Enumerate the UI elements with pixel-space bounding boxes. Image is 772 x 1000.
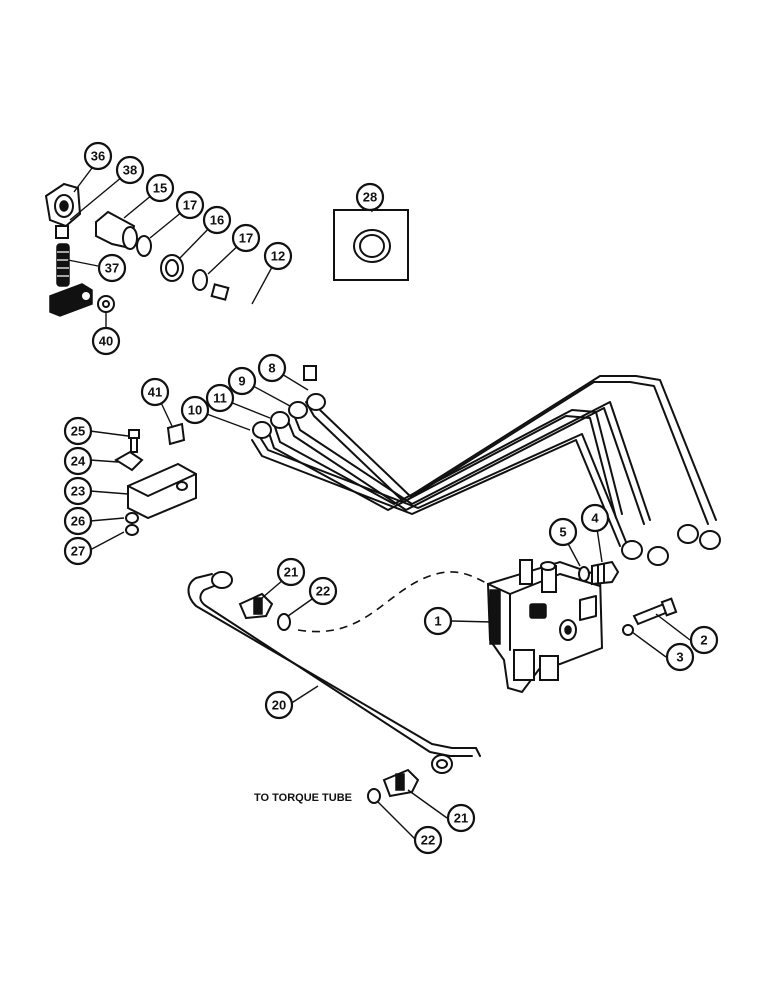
callout-17a: 17 <box>175 190 205 220</box>
callout-28: 28 <box>355 182 385 212</box>
washer-40 <box>97 295 115 313</box>
callout-22a: 22 <box>308 576 338 606</box>
svg-text:15: 15 <box>153 181 167 196</box>
callout-27: 27 <box>63 536 93 566</box>
washer-3 <box>622 624 634 636</box>
coupler-body-36 <box>44 182 82 228</box>
control-valve-1 <box>486 559 604 694</box>
leader-lines <box>67 159 691 841</box>
o-ring-22a <box>277 613 291 631</box>
svg-text:17: 17 <box>183 198 197 213</box>
svg-text:8: 8 <box>268 361 275 376</box>
plug-38 <box>55 225 69 239</box>
hose-12 <box>210 283 317 381</box>
callout-22b: 22 <box>413 825 443 855</box>
callout-16: 16 <box>202 205 232 235</box>
fitting-21a <box>238 592 274 620</box>
dashed-connection-line <box>297 571 489 633</box>
torque-tube-note: TO TORQUE TUBE <box>254 792 352 804</box>
bolt-2 <box>632 597 678 626</box>
callout-10: 10 <box>180 395 210 425</box>
svg-text:20: 20 <box>272 698 286 713</box>
svg-text:27: 27 <box>71 544 85 559</box>
svg-text:28: 28 <box>363 190 377 205</box>
svg-text:36: 36 <box>91 149 105 164</box>
svg-text:23: 23 <box>71 484 85 499</box>
callout-24: 24 <box>63 446 93 476</box>
return-tube-20 <box>187 571 481 774</box>
plug-28-box <box>333 209 409 281</box>
callout-8: 8 <box>257 353 287 383</box>
spring-37 <box>56 243 70 287</box>
callout-40: 40 <box>91 326 121 356</box>
callout-17b: 17 <box>231 223 261 253</box>
svg-text:1: 1 <box>434 614 441 629</box>
callout-21b: 21 <box>446 803 476 833</box>
svg-text:26: 26 <box>71 514 85 529</box>
callout-4: 4 <box>580 503 610 533</box>
svg-text:3: 3 <box>676 650 683 665</box>
clip-24 <box>114 450 144 472</box>
nut-27 <box>125 524 139 536</box>
svg-text:2: 2 <box>700 633 707 648</box>
callout-12: 12 <box>263 241 293 271</box>
callout-41: 41 <box>140 377 170 407</box>
callout-20: 20 <box>264 690 294 720</box>
svg-text:38: 38 <box>123 163 137 178</box>
o-ring-22b <box>367 788 381 804</box>
callout-26: 26 <box>63 506 93 536</box>
callout-9: 9 <box>227 366 257 396</box>
svg-text:11: 11 <box>213 391 227 406</box>
callout-5: 5 <box>548 517 578 547</box>
callout-11: 11 <box>205 383 235 413</box>
o-ring-17b <box>192 269 208 291</box>
svg-text:16: 16 <box>210 213 224 228</box>
lever-plate <box>49 283 93 317</box>
callout-15: 15 <box>145 173 175 203</box>
callout-38: 38 <box>115 155 145 185</box>
svg-text:40: 40 <box>99 334 113 349</box>
bracket-23 <box>127 462 197 520</box>
svg-text:21: 21 <box>454 811 468 826</box>
svg-text:4: 4 <box>591 511 599 526</box>
callout-36: 36 <box>83 141 113 171</box>
adapter-15 <box>95 210 138 250</box>
o-ring-5 <box>578 566 590 582</box>
bolt-25 <box>128 429 140 453</box>
svg-text:24: 24 <box>71 454 86 469</box>
callout-2: 2 <box>689 625 719 655</box>
callout-1: 1 <box>423 606 453 636</box>
nut-16 <box>160 254 184 282</box>
o-ring-17a <box>136 235 152 257</box>
svg-text:21: 21 <box>284 565 298 580</box>
svg-text:9: 9 <box>238 374 245 389</box>
fitting-4 <box>591 560 620 586</box>
svg-text:25: 25 <box>71 424 85 439</box>
callout-23: 23 <box>63 476 93 506</box>
svg-text:17: 17 <box>239 231 253 246</box>
svg-text:22: 22 <box>316 584 330 599</box>
callout-25: 25 <box>63 416 93 446</box>
svg-text:37: 37 <box>105 261 119 276</box>
svg-text:12: 12 <box>271 249 285 264</box>
steel-lines <box>251 375 721 566</box>
cap-41 <box>166 422 186 446</box>
callout-37: 37 <box>97 253 127 283</box>
fitting-21b <box>382 768 420 798</box>
svg-text:5: 5 <box>559 525 566 540</box>
svg-text:10: 10 <box>188 403 202 418</box>
callout-3: 3 <box>665 642 695 672</box>
svg-text:22: 22 <box>421 833 435 848</box>
callout-21a: 21 <box>276 557 306 587</box>
svg-text:41: 41 <box>148 385 162 400</box>
washer-26 <box>125 512 139 524</box>
